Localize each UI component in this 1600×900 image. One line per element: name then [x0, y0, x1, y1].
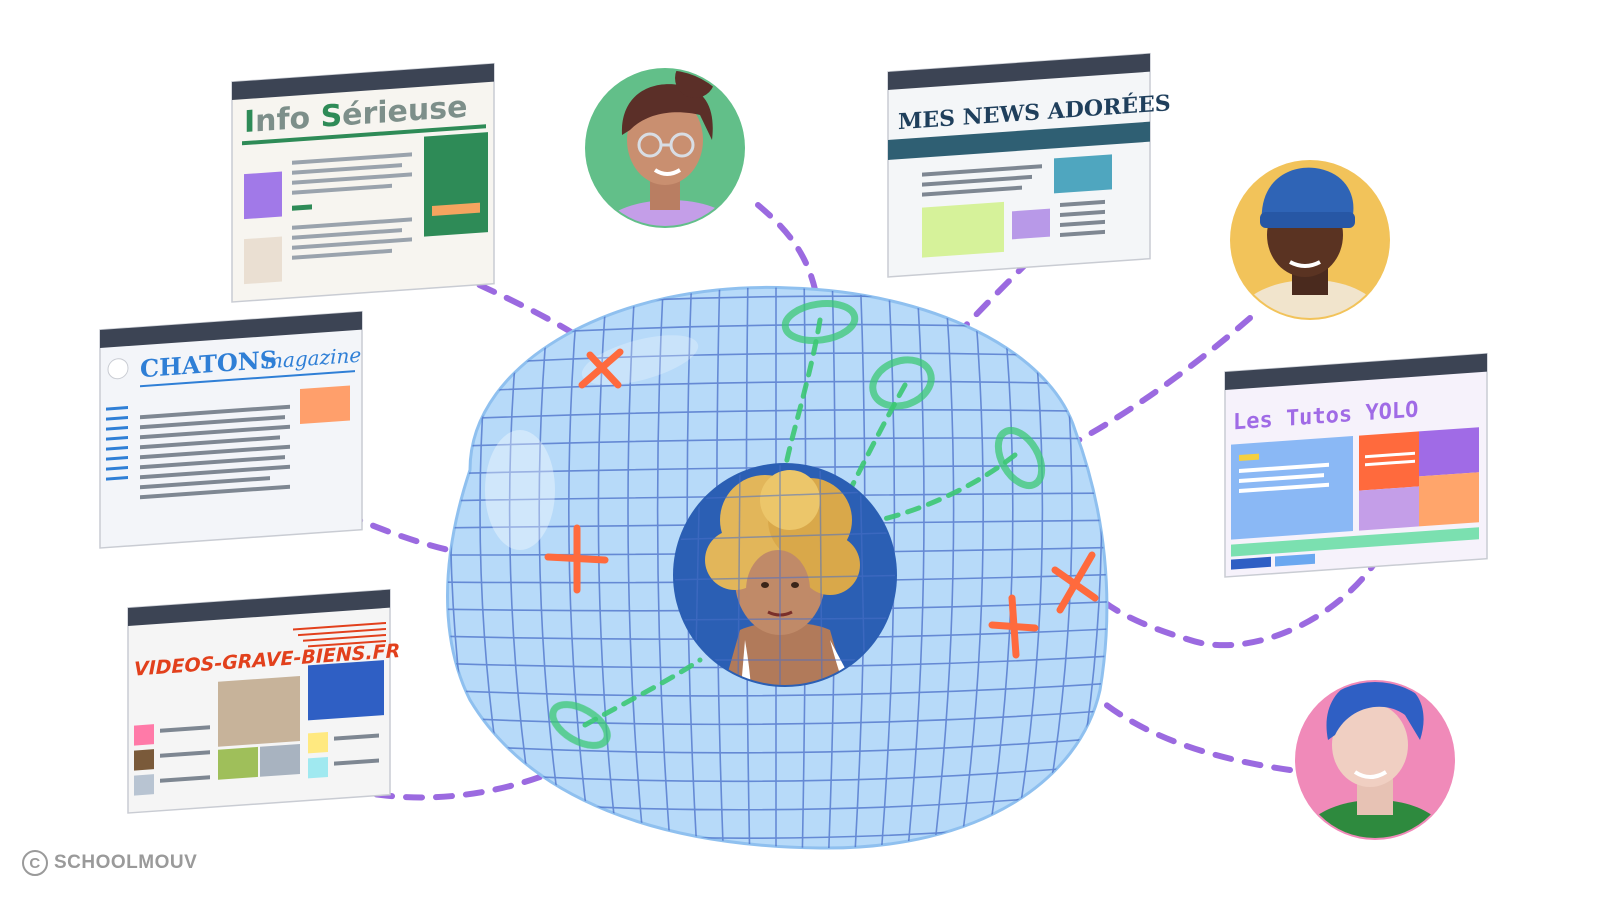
bubble-grid-line	[627, 287, 647, 849]
window-mes-news: MES NEWS ADORÉES	[887, 52, 1171, 278]
blocked-cross-icon	[544, 524, 609, 594]
bubble-grid-line	[447, 437, 1107, 448]
bubble-grid-line	[447, 708, 1107, 726]
window-info-serieuse: Info Sérieuse	[231, 62, 495, 303]
avatar-woman-glasses	[585, 68, 745, 228]
window-videos: VIDEOS-GRAVE-BIENS.FR	[127, 588, 400, 814]
blocked-cross-icon	[578, 348, 624, 389]
blocked-cross-icon	[1051, 551, 1099, 614]
blocked-crosses	[544, 348, 1099, 659]
avatar-man-blue-hair	[1295, 680, 1455, 840]
avatar-curly-woman	[673, 463, 897, 687]
window-chatons: CHATONS magazine	[99, 310, 363, 549]
bubble-grid-line	[447, 681, 1107, 697]
avatar-man-beanie	[1230, 160, 1390, 320]
window-tutos: Les Tutos YOLO	[1224, 352, 1488, 578]
bubble-grid-line	[447, 735, 1107, 754]
bubble-grid-line	[597, 287, 621, 849]
allowed-ring-icon	[549, 701, 611, 749]
allowed-ring-icon	[869, 356, 935, 410]
allowed-ring-icon	[994, 427, 1046, 489]
bubble-grid-line	[568, 287, 595, 849]
link-man-beanie	[1057, 315, 1253, 453]
credit-schoolmouv: C SCHOOLMOUV	[22, 850, 197, 876]
allowed-rings	[549, 300, 1046, 749]
bubble-grid-line	[656, 287, 673, 849]
bubble-grid-line	[447, 408, 1107, 421]
credit-label: SCHOOLMOUV	[54, 852, 198, 873]
link-tutos	[1087, 552, 1383, 649]
bubble-grid-line	[430, 268, 1130, 285]
blocked-cross-icon	[988, 594, 1039, 659]
copyright-icon: C	[22, 850, 48, 876]
allowed-ring-icon	[781, 300, 859, 344]
bubble-grid-line	[447, 380, 1107, 394]
